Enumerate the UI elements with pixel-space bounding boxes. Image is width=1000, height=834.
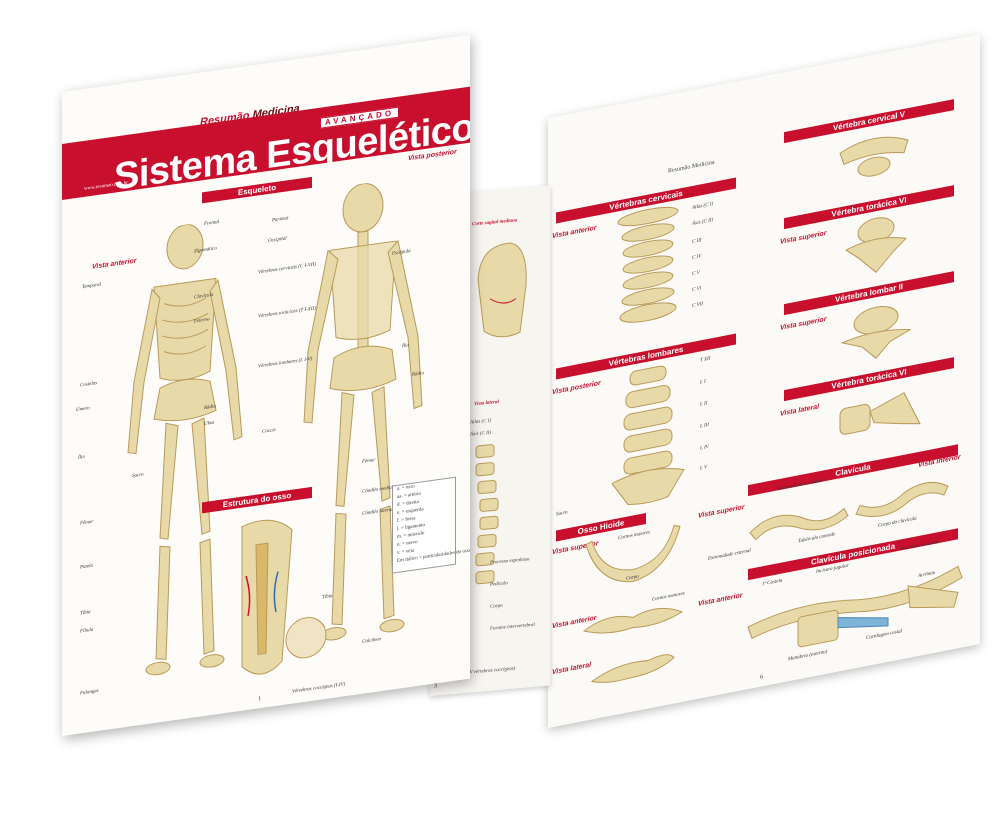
view-label-superior-3: Vista superior [780,315,827,332]
view-label-lateral-1: Vista lateral [552,661,592,677]
middle-sheet: Corte sagital mediano Vista lateral Atla… [430,185,550,697]
cervical-spine-illustration [617,206,679,323]
label-ilium: Ílio [78,454,85,461]
view-label-superior-2: Vista superior [780,229,827,246]
hyoid-lateral-illustration [590,654,675,683]
legend-box: a. = osso aa. = artéria d. = direita e. … [392,476,470,574]
mid-label-lateral: Vista lateral [474,399,499,408]
mid-label-axis: Áxis (C II) [470,430,492,438]
label-parietal: Parietal [272,216,289,224]
view-label-anterior-1: Vista anterior [552,224,597,241]
label-c3: C III [692,238,702,246]
right-sheet: Resumão Medicina Vértebras cervicais Vis… [548,34,980,728]
label-c5: C V [692,270,700,278]
label-phalanges-front: Falanges [80,688,99,697]
clavicle-positioned-illustration [747,565,963,648]
label-l1: L I [700,379,706,386]
mid-page-number: 3 [434,683,437,690]
bone-structure-illustration [241,519,327,675]
mid-label-body: Corpo [490,603,503,610]
label-l4: L IV [700,444,709,452]
right-sheet-brand: Resumão Medicina [668,159,715,175]
hyoid-anterior-illustration [582,607,684,634]
mid-label-sagittal: Corte sagital mediano [472,218,518,228]
view-label-lateral-2: Vista lateral [780,403,820,418]
label-atlas: Atlas (C I) [692,201,714,212]
label-tibia-front: Tíbia [80,609,91,617]
label-ilium-back: Ílio [402,343,409,350]
label-l2: L II [700,401,708,408]
label-c7: C VII [692,301,703,310]
label-humerus-front: Úmero [76,406,90,414]
label-axis: Áxis (C II) [692,217,714,228]
view-label-superior-4: Vista superior [698,503,745,520]
label-c4: C IV [692,254,702,262]
skull-sagittal-illustration [477,242,527,338]
right-page-number: 6 [760,674,763,681]
label-c6: C VI [692,286,702,294]
label-l3: L III [700,422,709,430]
clavicle-illustration [749,481,949,541]
label-patella: Patela [80,563,94,571]
label-occipital: Occipital [268,236,287,245]
label-l5: L V [700,465,707,472]
lumbar-ii-illustration [840,306,912,359]
spine-lateral-illustration [475,444,499,585]
label-coccyx-back: Cóccix [262,427,276,435]
label-sternal-end: Extremidade esternal [708,548,751,562]
lumbar-spine-illustration [611,365,685,505]
label-femur-front: Fêmur [80,519,94,527]
cervical-v-illustration [839,136,909,177]
thoracic-vi-lateral-illustration [839,392,921,435]
label-temporal: Temporal [82,282,101,291]
view-label-anterior-3: Vista anterior [698,592,743,608]
left-page-number: 1 [258,696,261,703]
mid-label-atlas: Atlas (C I) [470,418,492,426]
left-sheet: Resumão Medicina Sistema Esquelético AVA… [62,34,470,736]
label-t12: T XII [700,356,711,364]
skeleton-posterior-illustration [303,183,423,641]
view-label-posterior: Vista posterior [552,379,601,397]
hyoid-superior-illustration [585,524,681,583]
label-fibula-front: Fíbula [80,627,94,635]
label-ribs: Costelas [80,381,98,389]
thoracic-vi-illustration [844,217,908,273]
label-sacrum: Sacro [556,510,568,518]
